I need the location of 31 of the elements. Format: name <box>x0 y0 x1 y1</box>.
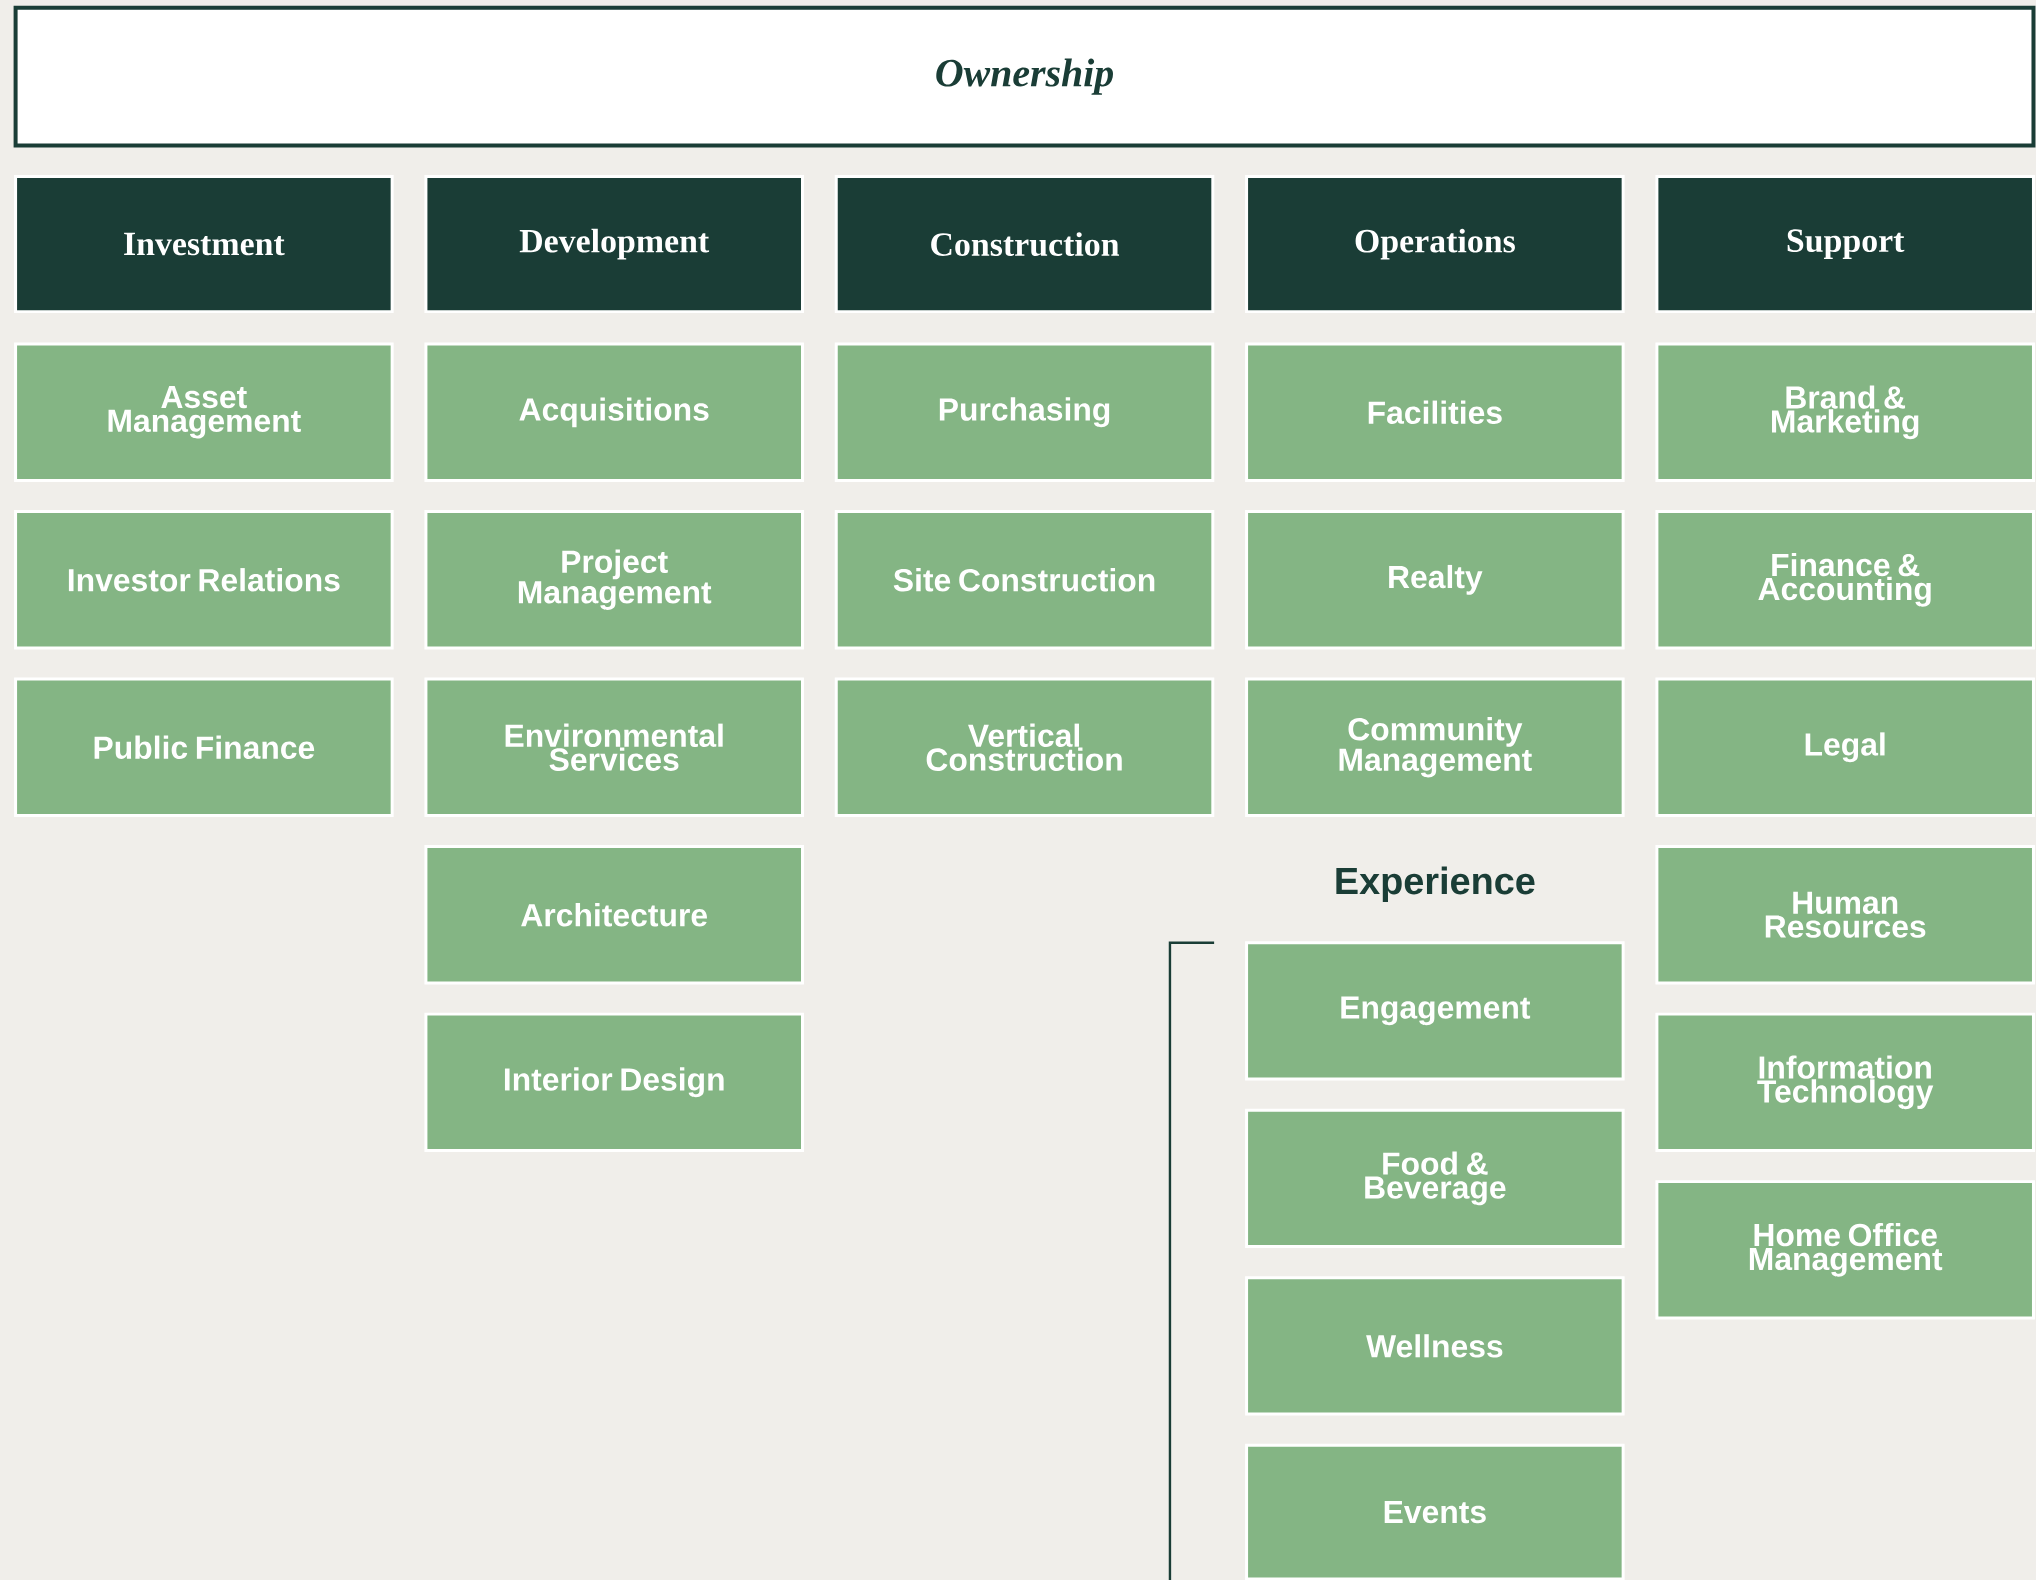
team-box: Vertical Construction <box>834 677 1215 817</box>
team-box: Environmental Services <box>424 677 804 817</box>
team-box: Asset Management <box>14 342 394 482</box>
team-box: Finance & Accounting <box>1655 510 2035 650</box>
team-box: Acquisitions <box>424 342 804 482</box>
team-box: Engagement <box>1245 941 1625 1081</box>
group-heading: Experience <box>1336 866 1535 902</box>
department-header: Construction <box>834 175 1215 314</box>
team-box: Community Management <box>1245 677 1625 817</box>
department-header: Operations <box>1245 175 1625 314</box>
team-box: Wellness <box>1245 1276 1625 1416</box>
team-box: Purchasing <box>834 342 1215 482</box>
title-box: Ownership <box>13 5 2036 148</box>
team-box: Facilities <box>1245 342 1625 482</box>
team-box: Architecture <box>424 845 804 985</box>
team-box: Realty <box>1245 510 1625 650</box>
team-box: Events <box>1245 1443 1625 1580</box>
team-box: Investor Relations <box>14 510 394 650</box>
department-header: Investment <box>14 175 394 314</box>
team-box: Human Resources <box>1655 845 2035 985</box>
department-header: Support <box>1655 175 2035 314</box>
team-box: Project Management <box>424 510 804 650</box>
team-box: Site Construction <box>834 510 1215 650</box>
team-box: Home Office Management <box>1655 1180 2035 1320</box>
team-box: Interior Design <box>424 1012 804 1152</box>
team-box: Brand & Marketing <box>1655 342 2035 482</box>
department-header: Development <box>424 175 804 314</box>
team-box: Public Finance <box>14 677 394 817</box>
team-box: Food & Beverage <box>1245 1108 1625 1249</box>
team-box: Legal <box>1655 677 2035 817</box>
team-box: Information Technology <box>1655 1012 2035 1152</box>
